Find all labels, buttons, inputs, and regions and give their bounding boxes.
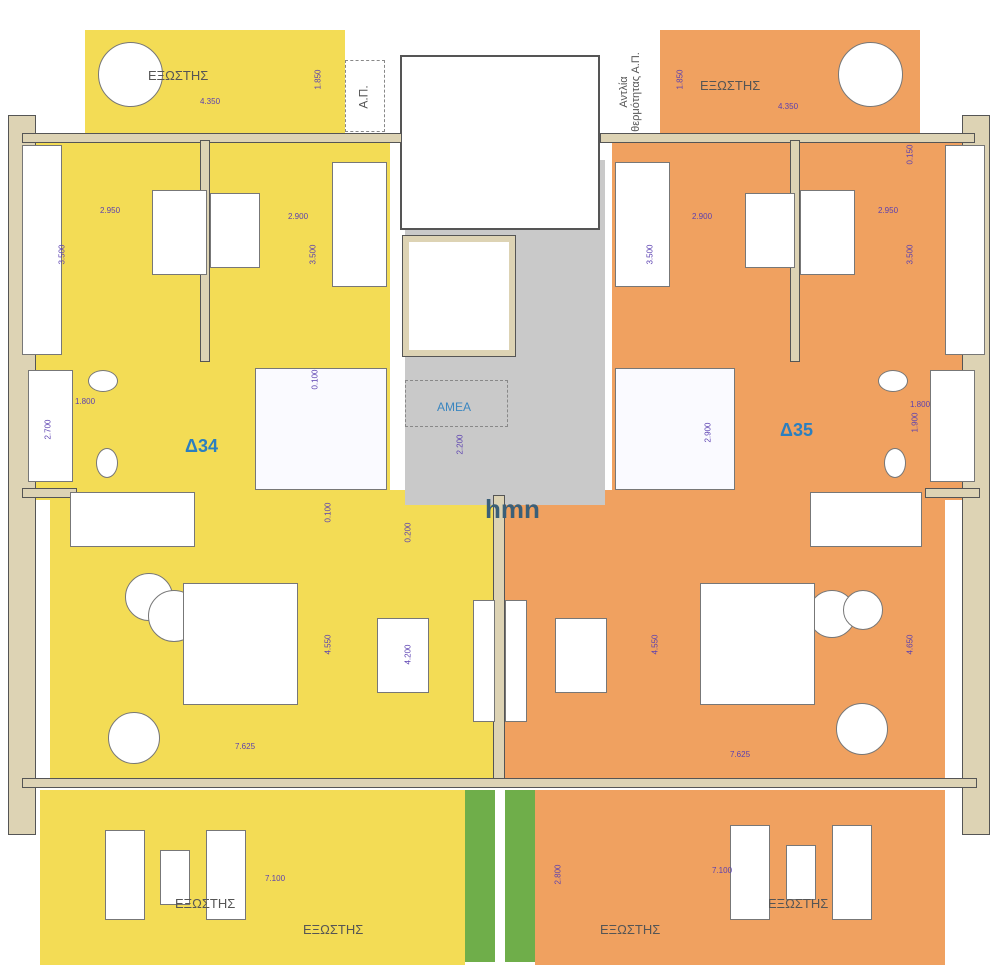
side-table-34: [160, 850, 190, 905]
internal-stair-35: [615, 368, 735, 490]
bed-35: [615, 162, 670, 287]
dining-table-34: [377, 618, 429, 693]
dim: 2.200: [455, 434, 465, 455]
sink-34: [88, 370, 118, 392]
dim: 0.100: [323, 502, 333, 523]
side-table-35: [786, 845, 816, 900]
dim: 4.550: [323, 634, 333, 655]
dim: 4.550: [650, 634, 660, 655]
armchair-34: [108, 712, 160, 764]
tv-unit-35: [505, 600, 527, 722]
wall-top-34: [22, 133, 402, 143]
wall-mid-35: [925, 488, 980, 498]
desk-34b: [210, 193, 260, 268]
dim: 2.950: [100, 206, 121, 215]
balcony-bottom-34: [40, 790, 465, 965]
lounger-34b: [206, 830, 246, 920]
balcony-label: ΕΞΩΣΤΗΣ: [303, 922, 364, 937]
desk-35a: [800, 190, 855, 275]
balcony-label: ΕΞΩΣΤΗΣ: [700, 78, 761, 93]
bathtub-35: [930, 370, 975, 482]
bathtub-34: [28, 370, 73, 482]
staircase: [400, 55, 600, 230]
internal-stair-34: [255, 368, 387, 490]
dim: 2.700: [43, 419, 53, 440]
heat-pump-label: Αντλία θερμότητας Α.Π.: [618, 52, 642, 132]
sofa-34b: [183, 583, 298, 705]
elevator-shaft: [402, 235, 516, 357]
dim: 3.500: [905, 244, 915, 265]
lounger-35b: [832, 825, 872, 920]
dim: 2.950: [878, 206, 899, 215]
dim: 1.850: [313, 69, 323, 90]
wall-top-35: [600, 133, 975, 143]
tv-unit-34: [473, 600, 495, 722]
dim: 1.850: [675, 69, 685, 90]
dim: 3.500: [645, 244, 655, 265]
dim: 2.900: [692, 212, 713, 221]
unit-label-35: Δ35: [780, 420, 813, 440]
bed-34: [332, 162, 387, 287]
balcony-label: ΕΞΩΣΤΗΣ: [600, 922, 661, 937]
dim: 2.800: [553, 864, 563, 885]
dim: 4.350: [200, 97, 221, 106]
unit-label-34: Δ34: [185, 436, 218, 456]
amea-label: AMEA: [437, 400, 472, 414]
ap-box-34: [345, 60, 385, 132]
sink-35: [878, 370, 908, 392]
toilet-35: [884, 448, 906, 478]
sofa-35a: [810, 492, 922, 547]
table-round-35b: [843, 590, 883, 630]
dim: 3.500: [57, 244, 67, 265]
amea-area: [405, 380, 508, 427]
desk-35b: [745, 193, 795, 268]
patio-set-34: [98, 42, 163, 107]
balcony-label: ΕΞΩΣΤΗΣ: [768, 896, 829, 911]
dim: 0.100: [310, 369, 320, 390]
planter-left: [465, 790, 495, 962]
sofa-35b: [700, 583, 815, 705]
dining-table-35: [555, 618, 607, 693]
dim: 7.100: [265, 874, 286, 883]
lounger-35a: [730, 825, 770, 920]
dim: 7.625: [730, 750, 751, 759]
toilet-34: [96, 448, 118, 478]
wall-mid-34: [22, 488, 77, 498]
dim: 0.150: [905, 144, 915, 165]
dim: 4.350: [778, 102, 799, 111]
planter-right: [505, 790, 535, 962]
dim: 7.100: [712, 866, 733, 875]
dim: 4.650: [905, 634, 915, 655]
wall-bottom: [22, 778, 977, 788]
dim: 2.900: [288, 212, 309, 221]
armchair-35: [836, 703, 888, 755]
dim: 4.200: [403, 644, 413, 665]
dim: 1.800: [75, 397, 96, 406]
dim: 0.200: [403, 522, 413, 543]
desk-34a: [152, 190, 207, 275]
dim: 3.500: [308, 244, 318, 265]
dim: 2.900: [703, 422, 713, 443]
balcony-label: ΕΞΩΣΤΗΣ: [148, 68, 209, 83]
wardrobe-34: [22, 145, 62, 355]
sofa-34a: [70, 492, 195, 547]
dim: 1.900: [910, 412, 920, 433]
patio-set-35: [838, 42, 903, 107]
dim: 7.625: [235, 742, 256, 751]
lounger-34a: [105, 830, 145, 920]
balcony-label: ΕΞΩΣΤΗΣ: [175, 896, 236, 911]
dim: 1.800: [910, 400, 931, 409]
logo: hmn: [485, 494, 540, 524]
wardrobe-35: [945, 145, 985, 355]
ap-label: Α.Π.: [356, 85, 371, 109]
